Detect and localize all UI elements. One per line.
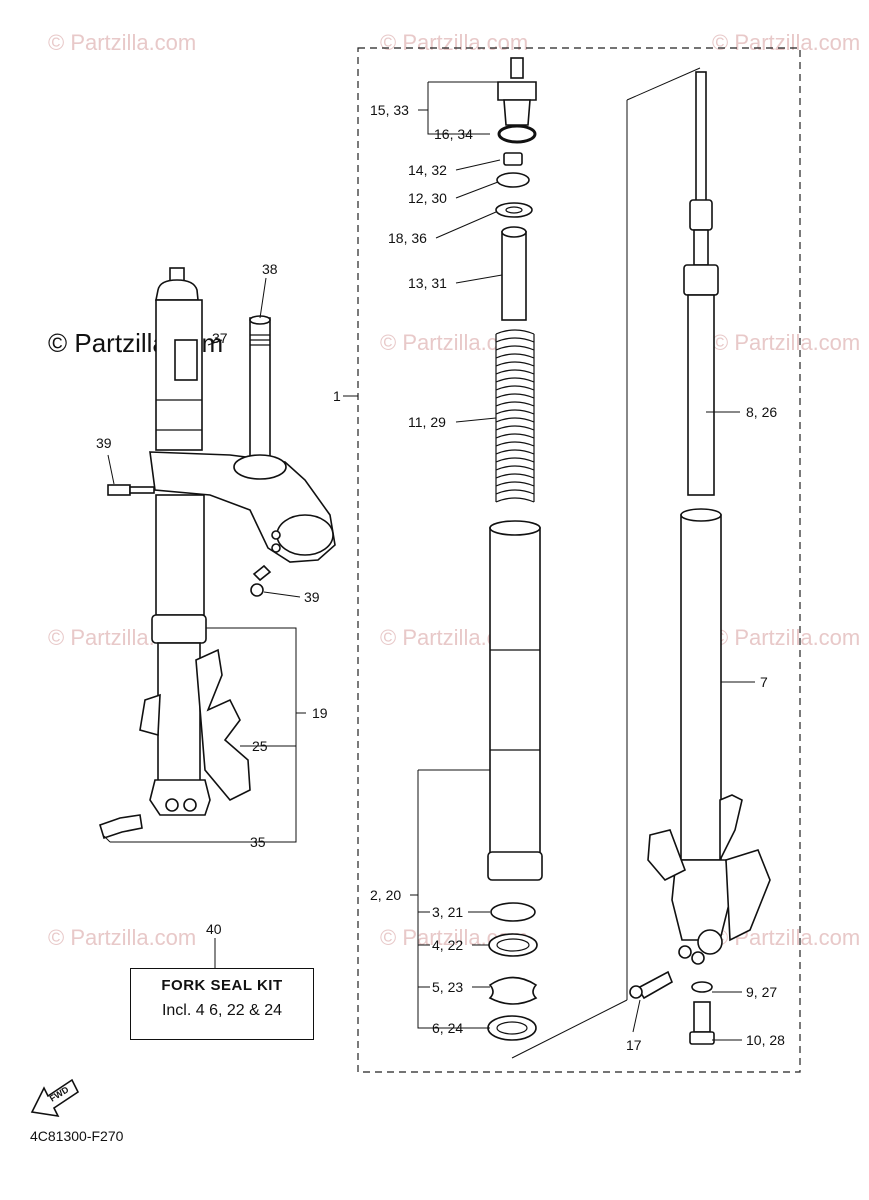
callout-13-31: 13, 31	[408, 275, 447, 291]
callout-18-36: 18, 36	[388, 230, 427, 246]
circlip	[490, 902, 536, 922]
inner-tube	[680, 514, 722, 861]
callout-25: 25	[252, 738, 268, 754]
callout-labels: 1 15, 33 16, 34 14, 32 12, 30 18, 36 13,…	[96, 102, 785, 1053]
assembled-fork	[99, 267, 336, 840]
callout-5-23: 5, 23	[432, 979, 463, 995]
outer-tube	[489, 527, 541, 859]
diagram-code: 4C81300-F270	[30, 1128, 124, 1144]
exploded-parts-right	[629, 71, 771, 1045]
callout-19: 19	[312, 705, 328, 721]
fork-seal-kit-box: FORK SEAL KIT Incl. 4 6, 22 & 24	[130, 968, 314, 1040]
fork-lower-tube	[157, 642, 201, 794]
fork-middle-tube	[155, 494, 205, 616]
callout-7: 7	[760, 674, 768, 690]
callout-4-22: 4, 22	[432, 937, 463, 953]
leader-lines	[103, 81, 755, 1041]
callout-40: 40	[206, 921, 222, 937]
watermark: © Partzilla.com	[712, 330, 860, 355]
callout-39-lower: 39	[304, 589, 320, 605]
stopper-ring	[488, 976, 538, 1005]
callout-39-upper: 39	[96, 435, 112, 451]
watermark: © Partzilla.com	[48, 925, 196, 950]
watermark: © Partzilla.com	[712, 625, 860, 650]
axle-holder	[149, 779, 211, 816]
callout-6-24: 6, 24	[432, 1020, 463, 1036]
exploded-parts-center	[487, 57, 543, 1041]
callout-17: 17	[626, 1037, 642, 1053]
callout-38: 38	[262, 261, 278, 277]
damper-rod	[695, 71, 707, 213]
washer	[496, 172, 530, 188]
callout-12-30: 12, 30	[408, 190, 447, 206]
callout-1: 1	[333, 388, 341, 404]
o-ring	[497, 124, 537, 144]
callout-37: 37	[212, 330, 228, 346]
callout-2-20: 2, 20	[370, 887, 401, 903]
fork-spring	[495, 329, 535, 510]
locknut	[503, 152, 523, 166]
spacer	[501, 231, 527, 321]
callout-15-33: 15, 33	[370, 102, 409, 118]
bolt-39-lower	[252, 564, 272, 582]
assembly-boundary	[357, 47, 801, 1073]
outer-tube-collar	[151, 614, 207, 644]
watermark: © Partzilla.com	[712, 30, 860, 55]
callout-10-28: 10, 28	[746, 1032, 785, 1048]
fork-cap	[155, 279, 199, 301]
callout-11-29: 11, 29	[408, 414, 446, 430]
guide-line-lower	[511, 999, 628, 1059]
guide-line-upper	[626, 67, 701, 101]
caliper-bracket	[195, 648, 251, 801]
axle-pinch-bolt	[636, 970, 674, 1000]
seal-kit-contents: Incl. 4 6, 22 & 24	[161, 1002, 283, 1019]
bolt-39-left	[107, 484, 131, 496]
spring-seat	[495, 202, 533, 218]
callout-8-26: 8, 26	[746, 404, 777, 420]
decal-37	[174, 339, 198, 381]
watermark: © Partzilla.com	[48, 30, 196, 55]
seal-kit-title: FORK SEAL KIT	[161, 977, 283, 994]
callout-9-27: 9, 27	[746, 984, 777, 1000]
watermark: © Partzilla.com	[380, 30, 528, 55]
callout-3-21: 3, 21	[432, 904, 463, 920]
callout-16-34: 16, 34	[434, 126, 473, 142]
copper-washer	[691, 981, 713, 993]
dust-seal	[487, 1015, 537, 1041]
oil-seal	[488, 933, 538, 957]
fwd-arrow-icon: FWD	[30, 1078, 80, 1118]
callout-35: 35	[250, 834, 266, 850]
damper-bolt	[693, 1001, 711, 1033]
callout-14-32: 14, 32	[408, 162, 447, 178]
cap-bolt	[510, 57, 524, 79]
bolt-35	[99, 814, 143, 840]
